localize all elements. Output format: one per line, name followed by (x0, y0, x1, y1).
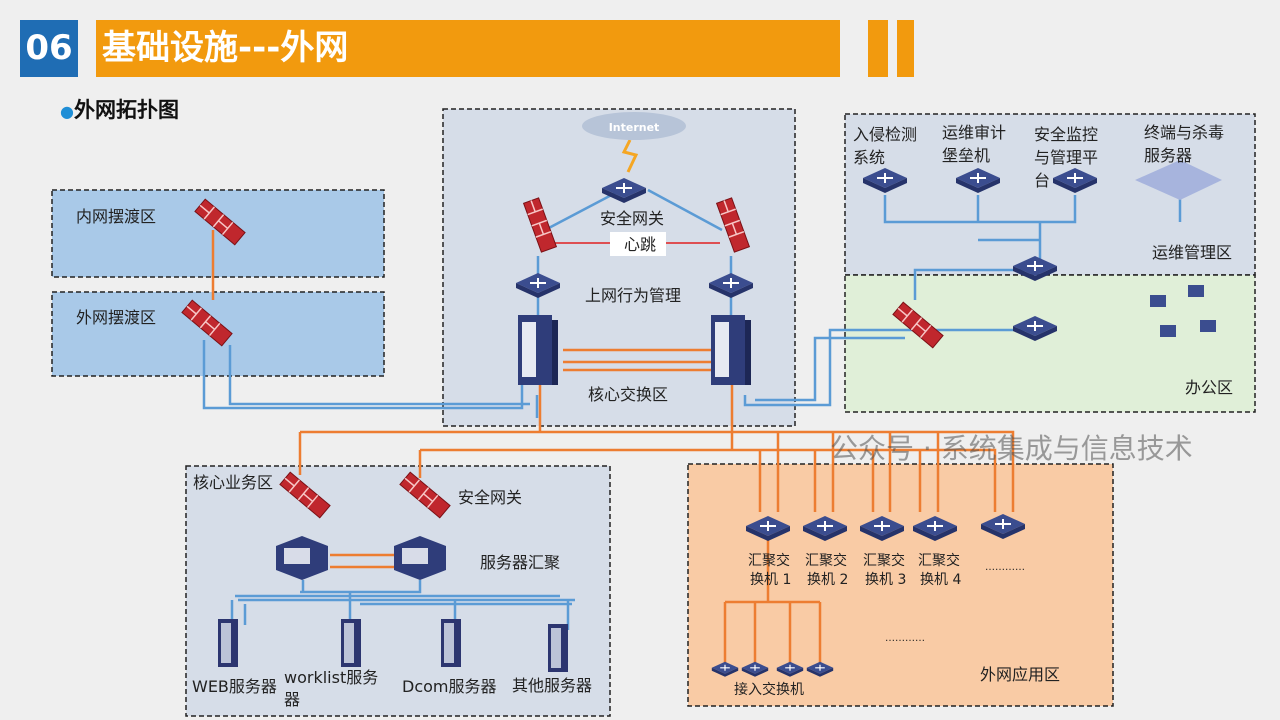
core-switch-icon (518, 315, 558, 385)
agg-switch-label: 换机 3 (865, 571, 906, 588)
security-gateway-label: 安全网关 (458, 488, 522, 507)
section-subtitle-text: 外网拓扑图 (73, 98, 179, 122)
watermark: 公众号 · 系统集成与信息技术 (830, 432, 1193, 465)
server-agg-label: 服务器汇聚 (480, 553, 560, 572)
server-icon (218, 619, 238, 667)
zone-label: 内网摆渡区 (76, 207, 156, 226)
title-decoration (897, 20, 914, 77)
server-label: 其他服务器 (512, 676, 592, 695)
zone-label: 外网应用区 (980, 665, 1060, 684)
zone-label: 外网摆渡区 (76, 308, 156, 327)
agg-switch-label: 汇聚交 (748, 552, 790, 569)
zone-label: 运维管理区 (1152, 243, 1232, 262)
zone-office (844, 274, 1256, 413)
antivirus-server-icon (1135, 160, 1222, 200)
internet-cloud-icon (582, 112, 686, 140)
server-label: worklist服务 (284, 668, 378, 687)
server-label: WEB服务器 (192, 677, 277, 696)
agg-switch-label: 换机 1 (750, 571, 791, 588)
ids-label: 系统 (853, 148, 885, 167)
server-icon (341, 619, 361, 667)
monitor-label: 台 (1034, 171, 1050, 190)
zone-label: 核心交换区 (588, 385, 668, 404)
behavior-mgmt-label: 上网行为管理 (585, 286, 681, 305)
section-subtitle: ●外网拓扑图 (60, 94, 179, 124)
office-pcs-icon (1150, 285, 1216, 337)
agg-switch-label: 汇聚交 (805, 552, 847, 569)
section-number: 06 (20, 20, 78, 77)
page-title: 基础设施---外网 (96, 20, 840, 77)
lightning-icon (621, 139, 639, 173)
antivirus-label: 终端与杀毒 (1144, 123, 1224, 142)
core-switch-icon (711, 315, 751, 385)
audit-label: 堡垒机 (942, 146, 990, 165)
monitor-label: 与管理平 (1034, 148, 1098, 167)
ellipsis-label: ………… (985, 562, 1025, 573)
antivirus-label: 服务器 (1144, 146, 1192, 165)
monitor-label: 安全监控 (1034, 125, 1098, 144)
agg-switch-label: 换机 4 (920, 571, 961, 588)
agg-switch-labels: 汇聚交 换机 1 汇聚交 换机 2 汇聚交 换机 3 汇聚交 换机 4 (748, 552, 961, 588)
audit-label: 运维审计 (942, 123, 1006, 142)
agg-switch-label: 汇聚交 (918, 552, 960, 569)
server-label: Dcom服务器 (402, 677, 497, 696)
bullet-icon: ● (60, 102, 74, 121)
zone-label: 核心业务区 (193, 473, 273, 492)
ellipsis-label: ………… (885, 633, 925, 644)
heartbeat-label: 心跳 (624, 235, 656, 254)
zone-inner-ferry (51, 189, 385, 278)
agg-switch-label: 换机 2 (807, 571, 848, 588)
server-icon (441, 619, 461, 667)
orange-links (211, 230, 1015, 665)
heartbeat-box (610, 232, 666, 256)
internet-label: Internet (609, 121, 660, 134)
zone-label: 办公区 (1185, 378, 1233, 397)
server-icon (548, 624, 568, 672)
access-switch-label: 接入交换机 (734, 681, 804, 698)
ids-label: 入侵检测 (853, 125, 917, 144)
agg-switch-label: 汇聚交 (863, 552, 905, 569)
server-label: 器 (284, 690, 300, 709)
title-decoration (868, 20, 888, 77)
security-gateway-label: 安全网关 (600, 209, 664, 228)
